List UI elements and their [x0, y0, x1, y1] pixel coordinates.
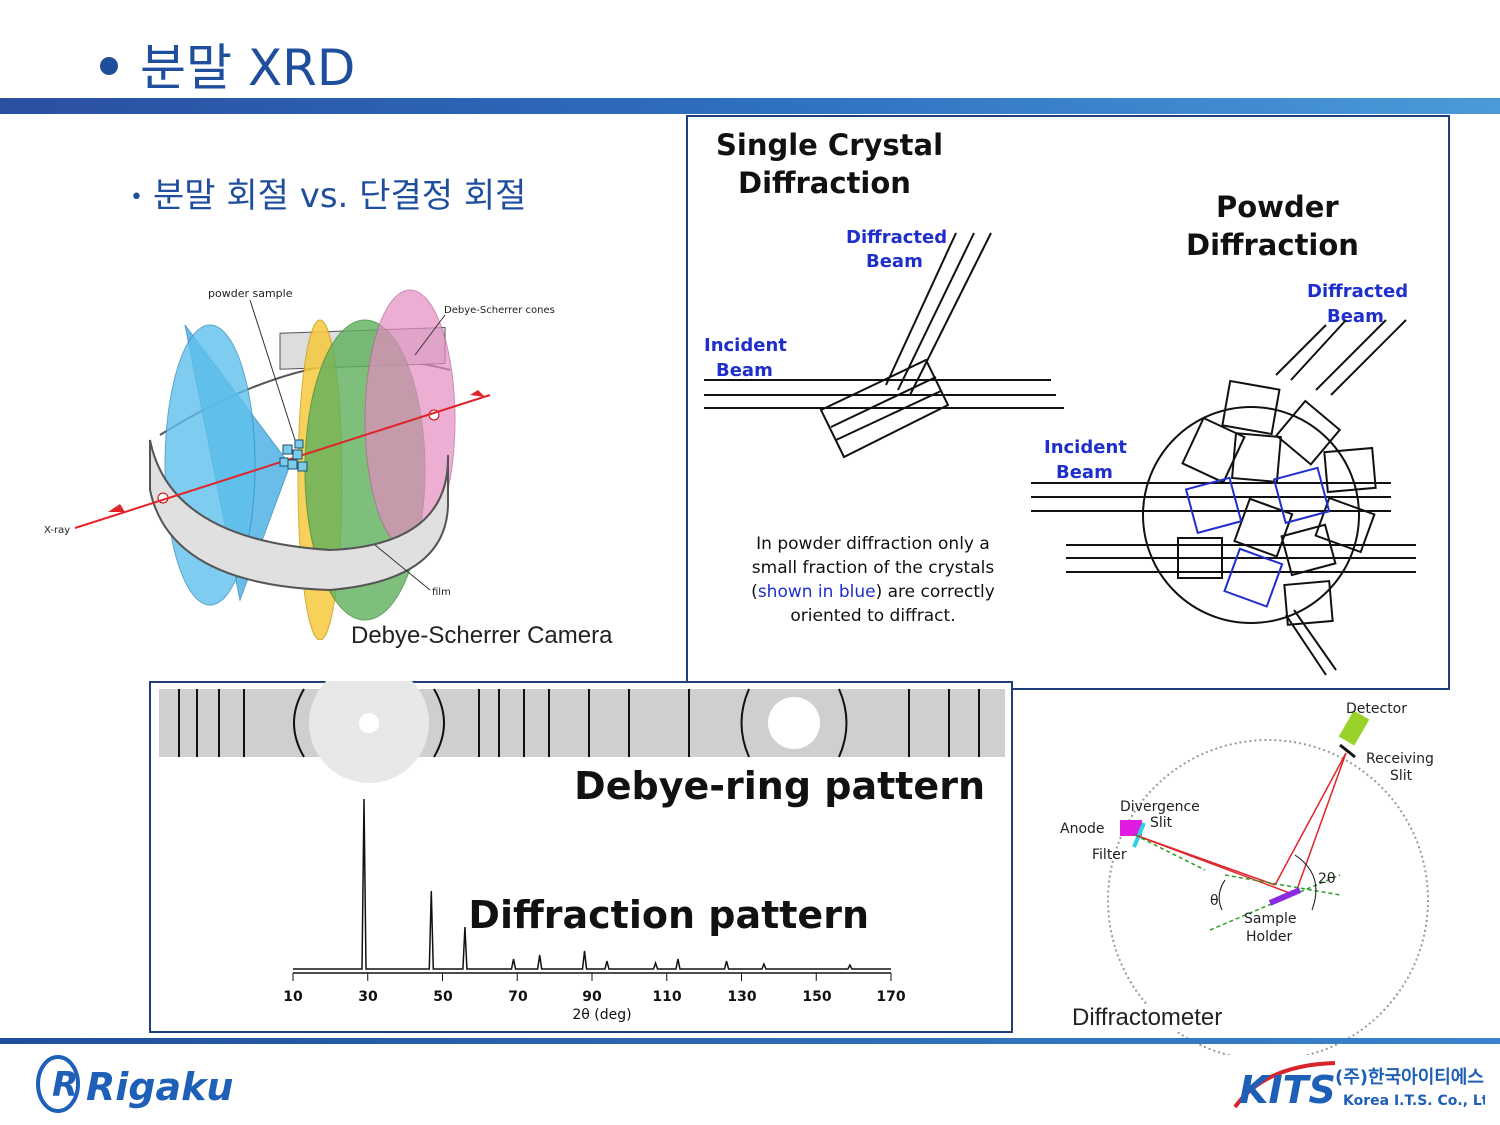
x-tick: 30 — [358, 989, 378, 1005]
rigaku-logo: R Rigaku — [36, 1055, 233, 1113]
diffractometer-diagram: Detector Receiving Slit Divergence Slit … — [1060, 701, 1434, 1055]
diffraction-profile — [293, 798, 891, 970]
xray-label: X-ray — [44, 525, 70, 536]
note-line-2: small fraction of the crystals — [752, 558, 995, 578]
svg-text:R: R — [52, 1065, 78, 1105]
kits-swoosh-icon — [1233, 1061, 1336, 1109]
single-beam-label: Beam — [866, 251, 923, 272]
diffraction-plot — [292, 798, 892, 981]
x-axis-label: 2θ (deg) — [572, 1007, 631, 1023]
divergence-label-2: Slit — [1150, 815, 1173, 831]
powder-beam-label: Beam — [1327, 306, 1384, 327]
x-tick: 50 — [433, 989, 453, 1005]
powder-incident-label: Incident — [1044, 437, 1127, 458]
sample-holder-label-2: Holder — [1246, 929, 1292, 945]
filter-label: Filter — [1092, 847, 1127, 863]
single-vs-powder-diagram: Single Crystal Diffraction Powder Diffra… — [686, 115, 1450, 690]
x-tick: 170 — [876, 989, 905, 1005]
kits-wordmark: KITS — [1239, 1068, 1336, 1112]
powder-title-1: Powder — [1216, 190, 1339, 224]
debye-ring-label: Debye-ring pattern — [574, 764, 985, 808]
note-line-1: In powder diffraction only a — [756, 534, 990, 554]
note-line-4: oriented to diffract. — [790, 606, 955, 626]
powder-sample-label: powder sample — [208, 287, 293, 300]
powder-incident-beam-label: Beam — [1056, 462, 1113, 483]
x-tick: 90 — [582, 989, 602, 1005]
single-title-2: Diffraction — [738, 166, 911, 200]
two-theta-label: 2θ — [1318, 871, 1335, 887]
note-line-3: (shown in blue) are correctly — [751, 582, 995, 602]
theta-label: θ — [1210, 893, 1219, 909]
rigaku-logo-icon — [36, 1055, 80, 1113]
divergence-label-1: Divergence — [1120, 799, 1200, 815]
page-title: 분말 XRD — [100, 28, 355, 100]
x-tick: 130 — [727, 989, 756, 1005]
x-ticks: 10 30 50 70 90 110 130 150 170 — [283, 989, 906, 1005]
debye-scherrer-diagram: powder sample Debye-Scherrer cones X-ray… — [44, 287, 555, 640]
subtitle: •분말 회절 vs. 단결정 회절 — [130, 176, 527, 216]
receiving-slit-label-1: Receiving — [1366, 751, 1434, 767]
x-tick: 70 — [508, 989, 528, 1005]
single-title-1: Single Crystal — [716, 128, 943, 162]
single-incident-beam-label: Beam — [716, 360, 773, 381]
pattern-panel: Debye-ring pattern Diffraction pattern 1… — [149, 681, 1013, 1033]
single-incident-label: Incident — [704, 335, 787, 356]
film-label: film — [432, 587, 451, 598]
bullet-icon: • — [130, 185, 143, 210]
kits-korean-name: (주)한국아이티에스 — [1335, 1067, 1484, 1088]
diffractometer-caption: Diffractometer — [1072, 1004, 1227, 1032]
debye-camera-caption: Debye-Scherrer Camera — [351, 622, 613, 649]
bullet-icon — [100, 56, 118, 75]
single-diffracted-label: Diffracted — [846, 227, 947, 248]
powder-title-2: Diffraction — [1186, 228, 1359, 262]
debye-rings — [178, 688, 980, 758]
footer-bar — [0, 1038, 1500, 1044]
kits-english-name: Korea I.T.S. Co., Ltd. — [1343, 1093, 1485, 1109]
x-tick: 110 — [652, 989, 681, 1005]
x-tick: 150 — [802, 989, 831, 1005]
kits-logo: KITS (주)한국아이티에스 Korea I.T.S. Co., Ltd. — [1233, 1061, 1485, 1112]
cones-label: Debye-Scherrer cones — [444, 305, 555, 316]
x-tick: 10 — [283, 989, 303, 1005]
rigaku-wordmark: Rigaku — [86, 1065, 233, 1109]
anode-label: Anode — [1060, 821, 1105, 837]
detector-label: Detector — [1346, 701, 1407, 717]
receiving-slit-label-2: Slit — [1390, 768, 1413, 784]
diffraction-pattern-label: Diffraction pattern — [468, 893, 869, 937]
powder-diffracted-label: Diffracted — [1307, 281, 1408, 302]
header-bar — [0, 98, 1500, 114]
sample-holder-label-1: Sample — [1244, 911, 1297, 927]
